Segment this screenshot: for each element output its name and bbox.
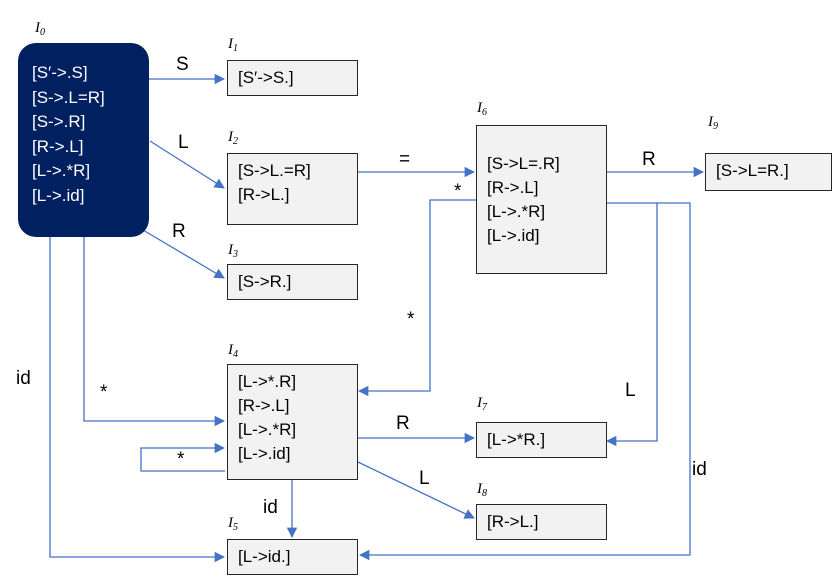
transition-label-i4-i5: id xyxy=(263,497,278,518)
item: [S->L=R.] xyxy=(716,161,789,180)
state-i7: [L->*R.] xyxy=(476,422,607,458)
transition-label-i6-i9: R xyxy=(642,149,656,170)
item: [L->*R.] xyxy=(487,430,546,449)
item: [R->L.] xyxy=(487,512,539,531)
state-label-i8: I8 xyxy=(477,481,487,499)
item: [S->L=.R] xyxy=(487,154,560,173)
state-letter: I xyxy=(228,36,233,52)
state-index: 7 xyxy=(482,402,487,413)
transition-label-i6-i5: id xyxy=(692,459,707,480)
state-index: 9 xyxy=(713,121,718,132)
item: [L->.*R] xyxy=(487,202,546,221)
state-index: 3 xyxy=(233,249,238,260)
edge-i0-i2 xyxy=(149,140,225,189)
state-label-i0: I0 xyxy=(35,20,45,38)
item: [L->.*R] xyxy=(32,161,91,180)
transition-label-i0-i5: id xyxy=(16,368,31,389)
state-i0: [S′->.S] [S->.L=R] [S->.R] [R->.L] [L->.… xyxy=(18,43,149,237)
state-i5: [L->id.] xyxy=(227,539,358,575)
state-label-i4: I4 xyxy=(228,342,238,360)
item: [R->.L] xyxy=(487,178,539,197)
item: [S->.L=R] xyxy=(32,87,105,107)
transition-label-i2-i6: = xyxy=(399,149,411,170)
edge-i6-i5 xyxy=(358,202,691,561)
edge-i6-i4 xyxy=(357,199,476,397)
state-index: 4 xyxy=(233,349,238,360)
item: [L->id.] xyxy=(238,547,291,566)
state-letter: I xyxy=(228,342,233,358)
edge-i0-i4 xyxy=(83,237,226,427)
state-i3: [S->R.] xyxy=(227,264,358,300)
item: [L->.id] xyxy=(238,444,291,463)
state-label-i1: I1 xyxy=(228,36,238,54)
item: [L->.id] xyxy=(32,185,85,205)
transition-label-i0-i2: L xyxy=(178,132,189,153)
state-i1: [S′->S.] xyxy=(227,60,358,96)
item: [S->L.=R] xyxy=(238,161,311,180)
transition-label-i6-i7: L xyxy=(625,380,636,401)
state-index: 5 xyxy=(233,522,238,533)
transition-label-i4-i7: R xyxy=(396,413,410,434)
transition-label-i6-i4-top: * xyxy=(454,181,462,202)
item: [L->*.R] xyxy=(238,372,297,391)
state-letter: I xyxy=(228,242,233,258)
transition-label-i4-i4: * xyxy=(177,449,185,470)
transition-label-i4-i8: L xyxy=(419,468,430,489)
item: [L->.*R] xyxy=(238,420,297,439)
state-i9: [S->L=R.] xyxy=(705,153,832,191)
state-letter: I xyxy=(228,515,233,531)
state-i4: [L->*.R] [R->.L] [L->.*R] [L->.id] xyxy=(227,364,358,480)
state-label-i9: I9 xyxy=(708,114,718,132)
state-label-i2: I2 xyxy=(228,129,238,147)
item: [L->.id] xyxy=(487,226,540,245)
edge-i4-i8 xyxy=(357,461,475,519)
state-index: 6 xyxy=(482,107,487,118)
state-label-i7: I7 xyxy=(477,395,487,413)
state-letter: I xyxy=(477,395,482,411)
edge-i0-i3 xyxy=(142,229,225,279)
state-i8: [R->L.] xyxy=(476,504,607,540)
state-label-i3: I3 xyxy=(228,242,238,260)
transition-label-i0-i3: R xyxy=(172,221,186,242)
state-index: 2 xyxy=(233,136,238,147)
edge-i4-i4 xyxy=(140,442,226,472)
item: [S′->.S] xyxy=(32,63,88,82)
state-letter: I xyxy=(477,481,482,497)
state-index: 0 xyxy=(40,27,45,38)
transition-label-i6-i4-side: * xyxy=(407,309,415,330)
state-letter: I xyxy=(35,20,40,36)
item: [S->.R] xyxy=(32,112,86,131)
state-letter: I xyxy=(477,100,482,116)
item: [S′->S.] xyxy=(238,68,294,87)
state-index: 8 xyxy=(482,488,487,499)
state-label-i6: I6 xyxy=(477,100,487,118)
state-letter: I xyxy=(228,129,233,145)
state-i2: [S->L.=R] [R->L.] xyxy=(227,153,358,225)
item: [S->R.] xyxy=(238,272,292,291)
edge-i0-i5 xyxy=(49,237,226,563)
state-label-i5: I5 xyxy=(228,515,238,533)
item: [R->L.] xyxy=(238,185,290,204)
item: [R->.L] xyxy=(32,136,84,156)
state-index: 1 xyxy=(233,43,238,54)
transition-label-i0-i4: * xyxy=(100,382,108,403)
state-i6: [S->L=.R] [R->.L] [L->.*R] [L->.id] xyxy=(476,125,607,274)
state-letter: I xyxy=(708,114,713,130)
item: [R->.L] xyxy=(238,396,290,415)
transition-label-i0-i1: S xyxy=(176,54,189,75)
edge-i6-i7 xyxy=(605,202,658,447)
